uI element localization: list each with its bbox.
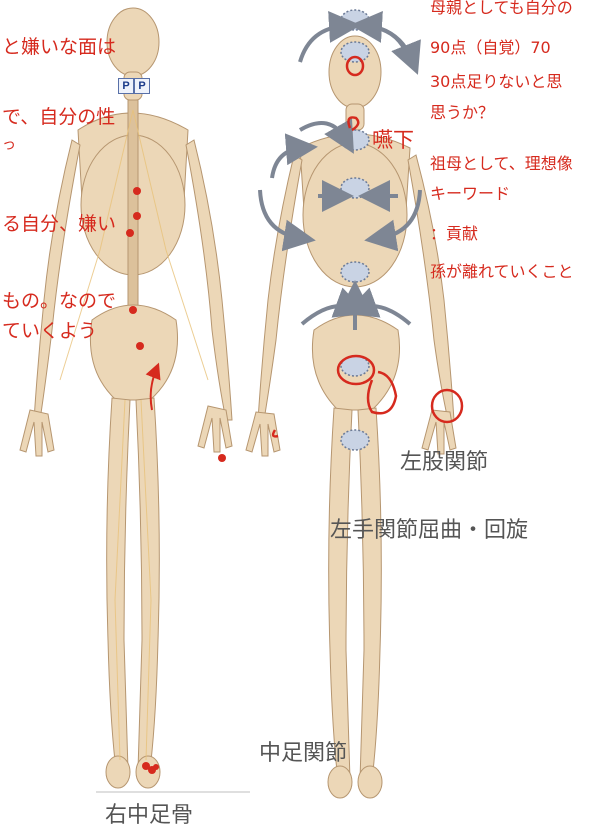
left-wrist-label: 左手関節屈曲・回旋 <box>330 520 528 542</box>
left-note-5: もの。なので <box>2 292 116 311</box>
right-note-1: 母親としても自分の <box>430 0 573 16</box>
left-note-1: と嫌いな面は <box>2 38 116 57</box>
right-note-6: キーワード <box>430 186 510 202</box>
left-note-4: る自分、嫌い <box>2 215 116 234</box>
left-hip-label: 左股関節 <box>400 452 488 474</box>
right-note-4: 思うか？ <box>430 105 494 121</box>
left-note-3: っ <box>2 138 16 152</box>
left-note-2: で、自分の性 <box>2 108 115 127</box>
midfoot-label: 中足関節 <box>259 743 347 765</box>
right-note-2: 90点（自覚）70 <box>430 40 551 56</box>
p-marker-left: P <box>118 78 134 94</box>
swallow-label: 嚥下 <box>372 130 414 151</box>
anterior-skeleton <box>246 36 456 798</box>
right-note-8: 孫が離れていくこと <box>430 264 574 280</box>
left-note-6: ていくよう <box>2 322 97 341</box>
right-note-7: ：貢献 <box>430 226 478 242</box>
p-marker-right: P <box>134 78 150 94</box>
right-note-5: 祖母として、理想像 <box>430 156 573 172</box>
right-note-3: 30点足りないと思 <box>430 74 562 90</box>
right-metatarsal-label: 右中足骨 <box>105 805 193 827</box>
